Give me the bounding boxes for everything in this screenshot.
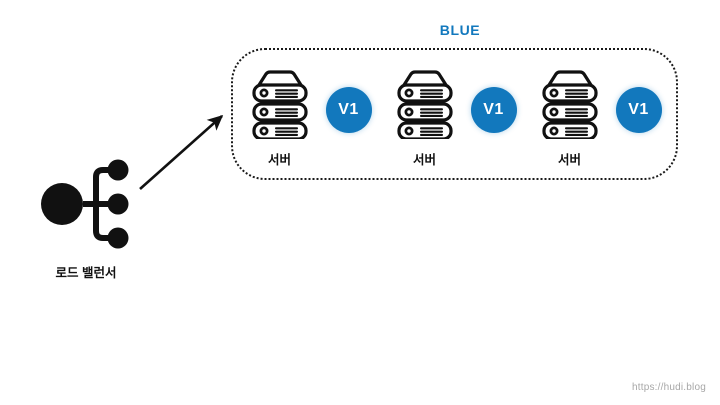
server-label: 서버	[412, 153, 436, 167]
server-stack-icon	[251, 69, 309, 144]
load-balancer-label: 로드 밸런서	[55, 266, 117, 280]
server-node-list: 서버 V1	[231, 48, 678, 180]
server-node[interactable]: 서버 V1	[538, 48, 662, 168]
version-badge[interactable]: V1	[615, 87, 662, 133]
connector-arrow	[139, 114, 224, 190]
server-node[interactable]: 서버 V1	[393, 48, 517, 168]
watermark: https://hudi.blog	[631, 382, 706, 393]
group-title-blue: BLUE	[439, 22, 481, 38]
server-label: 서버	[267, 153, 291, 167]
load-balancer-icon	[24, 158, 148, 255]
server-node[interactable]: 서버 V1	[248, 48, 372, 168]
version-badge[interactable]: V1	[470, 87, 517, 133]
server-label: 서버	[557, 153, 581, 167]
server-stack-icon	[396, 69, 454, 144]
blue-group-container	[231, 48, 678, 180]
server-block: 서버	[538, 48, 602, 168]
server-stack-icon	[541, 69, 599, 144]
load-balancer-node[interactable]: 로드 밸런서	[24, 158, 148, 281]
server-block: 서버	[248, 48, 312, 168]
version-badge[interactable]: V1	[325, 87, 372, 133]
server-block: 서버	[393, 48, 457, 168]
